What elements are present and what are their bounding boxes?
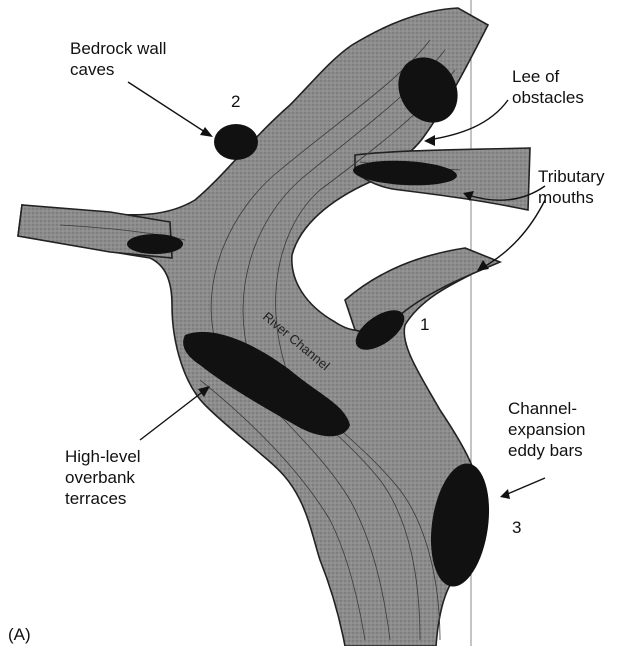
deposit-left-tributary-mouth	[127, 234, 183, 254]
label-high-level-terraces: High-level overbank terraces	[65, 446, 141, 509]
site-number-3: 3	[512, 518, 521, 538]
label-tributary-mouths: Tributary mouths	[538, 166, 604, 208]
arrow-terraces	[140, 390, 205, 440]
label-channel-expansion: Channel- expansion eddy bars	[508, 398, 586, 461]
arrow-bedrock	[128, 82, 208, 134]
panel-label: (A)	[8, 624, 31, 645]
arrow-expansion	[505, 478, 545, 495]
site-number-1: 1	[420, 315, 429, 335]
label-bedrock-wall-caves: Bedrock wall caves	[70, 38, 166, 80]
label-lee-of-obstacles: Lee of obstacles	[512, 66, 584, 108]
site-number-2: 2	[231, 92, 240, 112]
deposit-bedrock-cave	[214, 124, 258, 160]
